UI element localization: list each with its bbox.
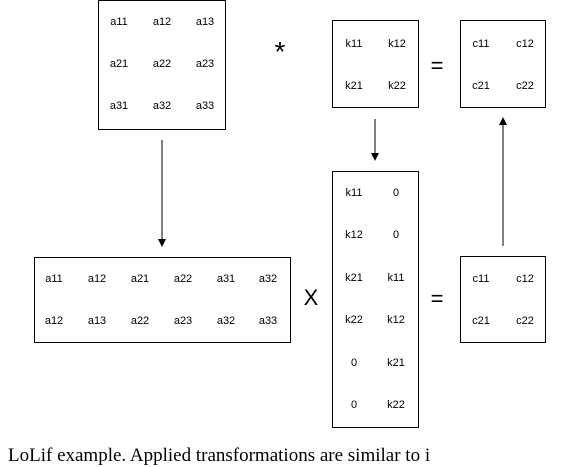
matrix-a: a11 a12 a13 a21 a22 a23 a31 a32 a33 [98, 0, 226, 130]
matrix-a-cell: a33 [195, 100, 215, 112]
result-bottom-cell: c11 [472, 273, 490, 285]
expanded-kernel-cell: 0 [350, 399, 358, 411]
expanded-kernel-matrix: k11 0 k12 0 k21 k11 k22 k12 0 k21 0 k22 [332, 171, 419, 428]
convolution-operator: * [274, 36, 286, 67]
matrix-a-cell: a12 [152, 16, 172, 28]
unrolled-a-cell: a32 [216, 315, 236, 327]
matrix-a-cell: a31 [109, 100, 129, 112]
result-top-cell: c11 [472, 38, 490, 50]
result-top-cell: c21 [472, 80, 490, 92]
unrolled-a-cell: a11 [45, 273, 63, 285]
expanded-kernel-cell: 0 [350, 357, 358, 369]
expanded-kernel-cell: k11 [345, 187, 363, 199]
unrolled-a-cell: a23 [173, 315, 193, 327]
kernel-cell: k11 [345, 38, 363, 50]
expanded-kernel-cell: k12 [387, 314, 405, 326]
result-matrix-bottom: c11 c12 c21 c22 [460, 256, 546, 343]
unrolled-a-cell: a21 [130, 273, 150, 285]
result-bottom-cell: c21 [472, 315, 490, 327]
expanded-kernel-cell: k21 [387, 357, 405, 369]
matrix-a-cell: a21 [109, 58, 129, 70]
matrix-a-cell: a13 [195, 16, 215, 28]
kernel-cell: k22 [388, 80, 406, 92]
equals-top: = [430, 53, 444, 78]
matrix-a-cell: a23 [195, 58, 215, 70]
result-top-cell: c12 [516, 38, 534, 50]
kernel-cell: k21 [345, 80, 363, 92]
kernel-matrix: k11 k12 k21 k22 [332, 20, 419, 108]
expanded-kernel-cell: k12 [345, 229, 363, 241]
result-bottom-cell: c12 [516, 273, 534, 285]
unrolled-a-cell: a12 [87, 273, 107, 285]
unrolled-a-cell: a31 [216, 273, 236, 285]
equals-bottom: = [430, 286, 444, 311]
unrolled-a-cell: a22 [130, 315, 150, 327]
result-bottom-cell: c22 [516, 315, 534, 327]
matrix-a-cell: a22 [152, 58, 172, 70]
matrix-a-cell: a11 [110, 16, 128, 28]
result-matrix-top: c11 c12 c21 c22 [460, 20, 546, 108]
expanded-kernel-cell: 0 [392, 187, 400, 199]
unrolled-a-cell: a12 [44, 315, 64, 327]
unrolled-matrix-a: a11 a12 a21 a22 a31 a32 a12 a13 a22 a23 … [34, 257, 291, 343]
unrolled-a-cell: a32 [258, 273, 278, 285]
expanded-kernel-cell: k22 [387, 399, 405, 411]
unrolled-a-cell: a13 [87, 315, 107, 327]
expanded-kernel-cell: 0 [392, 229, 400, 241]
expanded-kernel-cell: k11 [387, 272, 405, 284]
result-top-cell: c22 [516, 80, 534, 92]
multiply-operator: X [303, 285, 319, 310]
unrolled-a-cell: a22 [173, 273, 193, 285]
kernel-cell: k12 [388, 38, 406, 50]
expanded-kernel-cell: k22 [345, 314, 363, 326]
matrix-a-cell: a32 [152, 100, 172, 112]
unrolled-a-cell: a33 [258, 315, 278, 327]
expanded-kernel-cell: k21 [345, 272, 363, 284]
figure-caption: LoLif example. Applied transformations a… [8, 445, 431, 466]
